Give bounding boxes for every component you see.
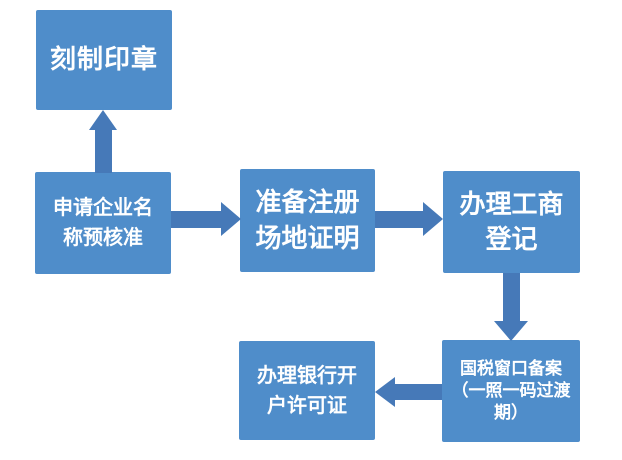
node-apply-name-preapproval: 申请企业名 称预核准 <box>35 172 171 274</box>
arrow-right-head-icon <box>221 202 241 236</box>
node-tax-window-filing: 国税窗口备案 （一照一码过渡 期） <box>442 340 580 442</box>
node-bank-account-permit: 办理银行开 户许可证 <box>239 341 375 440</box>
arrow-shaft <box>394 384 442 400</box>
arrow-shaft <box>375 211 424 228</box>
arrow-shaft <box>503 273 520 322</box>
arrow-right-head-icon <box>423 202 443 236</box>
arrow-up-head-icon <box>89 110 117 130</box>
node-prepare-site-certificate: 准备注册 场地证明 <box>240 169 375 272</box>
arrow-shaft <box>95 129 112 173</box>
arrow-shaft <box>171 211 222 228</box>
arrow-down-head-icon <box>494 321 528 341</box>
arrow-left-head-icon <box>375 377 395 407</box>
node-engrave-seal: 刻制印章 <box>36 10 172 110</box>
node-business-registration: 办理工商 登记 <box>443 171 580 273</box>
